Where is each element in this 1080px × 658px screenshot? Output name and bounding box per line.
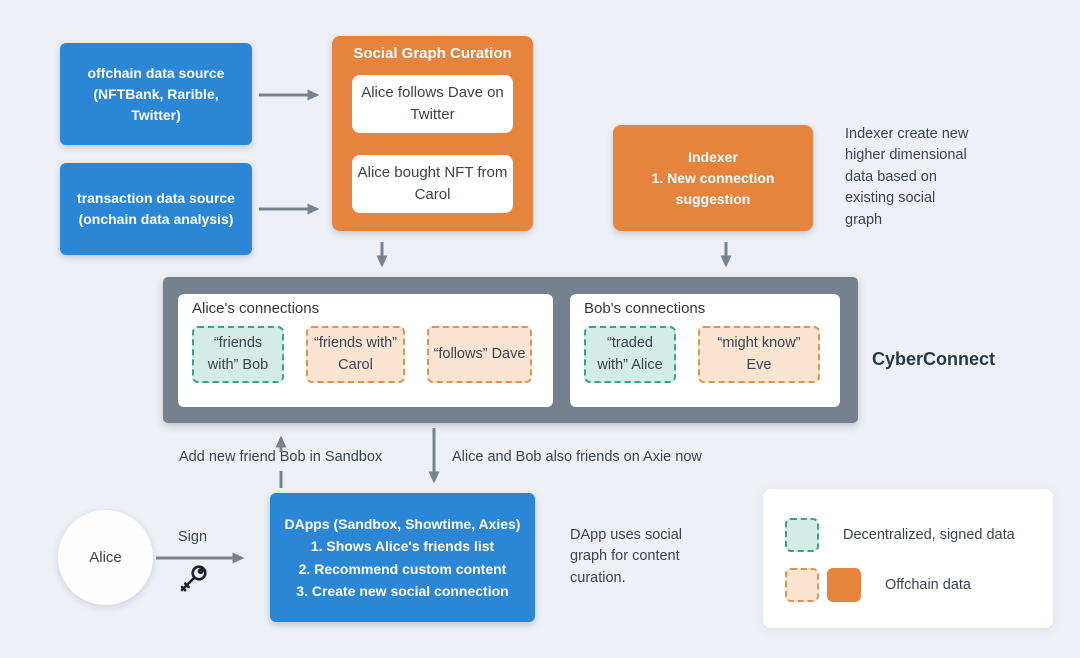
edge-label-add-friend: Add new friend Bob in Sandbox — [179, 449, 383, 465]
chip-label: “friends with” Bob — [207, 335, 269, 373]
offchain-data-source-box: offchain data source (NFTBank, Rarible, … — [60, 43, 252, 145]
chip-might-know-eve: “might know” Eve — [698, 326, 820, 383]
chip-label: “might know” Eve — [717, 335, 801, 373]
cyberconnect-brand-label: CyberConnect — [872, 349, 996, 369]
offchain-data-source-label: offchain data source (NFTBank, Rarible, … — [87, 64, 225, 123]
alice-label: Alice — [89, 549, 122, 566]
dapps-label: DApps (Sandbox, Showtime, Axies) 1. Show… — [284, 515, 521, 599]
curation-event-2-label: Alice bought NFT from Carol — [357, 163, 508, 204]
legend-decentralized-label: Decentralized, signed data — [843, 527, 1015, 543]
dapps-box: DApps (Sandbox, Showtime, Axies) 1. Show… — [270, 493, 535, 622]
alice-connections-chips: “friends with” Bob “friends with” Carol … — [192, 326, 532, 383]
curation-event-card-1: Alice follows Dave on Twitter — [352, 75, 513, 133]
key-icon — [180, 565, 207, 592]
legend-decentralized-swatch-icon — [785, 518, 819, 552]
chip-traded-with-alice: “traded with” Alice — [584, 326, 676, 383]
edge-label-axie: Alice and Bob also friends on Axie now — [452, 449, 702, 465]
chip-label: “traded with” Alice — [597, 335, 663, 373]
legend-offchain-solid-swatch-icon — [827, 568, 861, 602]
bob-connections-chips: “traded with” Alice “might know” Eve — [584, 326, 820, 383]
indexer-label: Indexer 1. New connection suggestion — [651, 148, 775, 207]
alice-connections-panel: Alice's connections “friends with” Bob “… — [178, 294, 553, 407]
bob-connections-title: Bob's connections — [584, 300, 706, 317]
transaction-data-source-box: transaction data source (onchain data an… — [60, 163, 252, 255]
chip-friends-with-bob: “friends with” Bob — [192, 326, 284, 383]
dapps-note: DApp uses social graph for content curat… — [570, 527, 683, 586]
alice-node: Alice — [58, 510, 153, 605]
indexer-box: Indexer 1. New connection suggestion — [613, 125, 813, 231]
curation-event-card-2: Alice bought NFT from Carol — [352, 155, 513, 213]
sign-label: Sign — [178, 529, 208, 545]
chip-label: “friends with” Carol — [314, 335, 397, 373]
legend-offchain-dashed-swatch-icon — [785, 568, 819, 602]
alice-connections-title: Alice's connections — [192, 300, 320, 317]
curation-event-1-label: Alice follows Dave on Twitter — [361, 83, 504, 124]
transaction-data-source-label: transaction data source (onchain data an… — [77, 190, 235, 227]
social-graph-curation-box: Social Graph Curation Alice follows Dave… — [332, 36, 533, 231]
chip-label: “follows” Dave — [433, 345, 526, 362]
chip-friends-with-carol: “friends with” Carol — [306, 326, 405, 383]
indexer-note: Indexer create new higher dimensional da… — [845, 126, 969, 228]
bob-connections-panel: Bob's connections “traded with” Alice “m… — [570, 294, 840, 407]
cyberconnect-container: Alice's connections “friends with” Bob “… — [163, 277, 858, 423]
social-graph-curation-title: Social Graph Curation — [353, 45, 512, 62]
legend-card: Decentralized, signed data Offchain data — [763, 489, 1053, 628]
chip-follows-dave: “follows” Dave — [427, 326, 532, 383]
legend-offchain-label: Offchain data — [885, 577, 971, 593]
